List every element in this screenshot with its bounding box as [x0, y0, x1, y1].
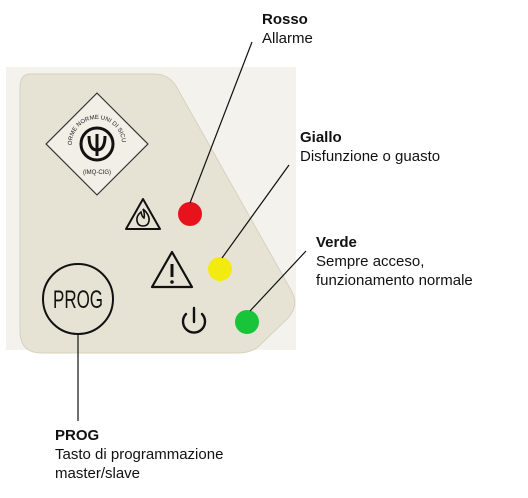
callout-rosso-title: Rosso [262, 11, 308, 28]
led-red [178, 202, 202, 226]
led-green [235, 310, 259, 334]
callout-rosso: Rosso Allarme [262, 10, 313, 48]
callout-prog-line-2: master/slave [55, 465, 141, 482]
leader-line-verde [249, 250, 307, 312]
callout-prog: PROG Tasto di programmazione master/slav… [55, 426, 223, 483]
callout-verde-line-2: funzionamento normale [316, 272, 473, 289]
callout-giallo-title: Giallo [300, 129, 342, 146]
leader-line-rosso [189, 41, 253, 204]
callout-prog-title: PROG [55, 427, 100, 444]
led-yellow [208, 257, 232, 281]
callout-giallo: Giallo Disfunzione o guasto [300, 128, 440, 166]
callout-verde: Verde Sempre acceso, funzionamento norma… [316, 233, 473, 290]
certification-code-text: (IMQ-CIG) [83, 170, 111, 176]
power-icon [181, 306, 207, 334]
prog-button-label: PROG [53, 286, 103, 314]
callout-prog-line-1: Tasto di programmazione [55, 446, 224, 463]
callout-verde-line-1: Sempre acceso, [316, 253, 425, 270]
imq-certification-icon: CONFORME NORME UNI DI SICUREZZA (IMQ-CIG… [45, 92, 149, 196]
flame-warning-icon [125, 198, 161, 230]
warning-icon [150, 250, 194, 289]
callout-verde-title: Verde [316, 234, 357, 251]
callout-rosso-line: Allarme [262, 30, 313, 47]
leader-line-giallo [221, 164, 290, 259]
callout-giallo-line: Disfunzione o guasto [300, 148, 441, 165]
